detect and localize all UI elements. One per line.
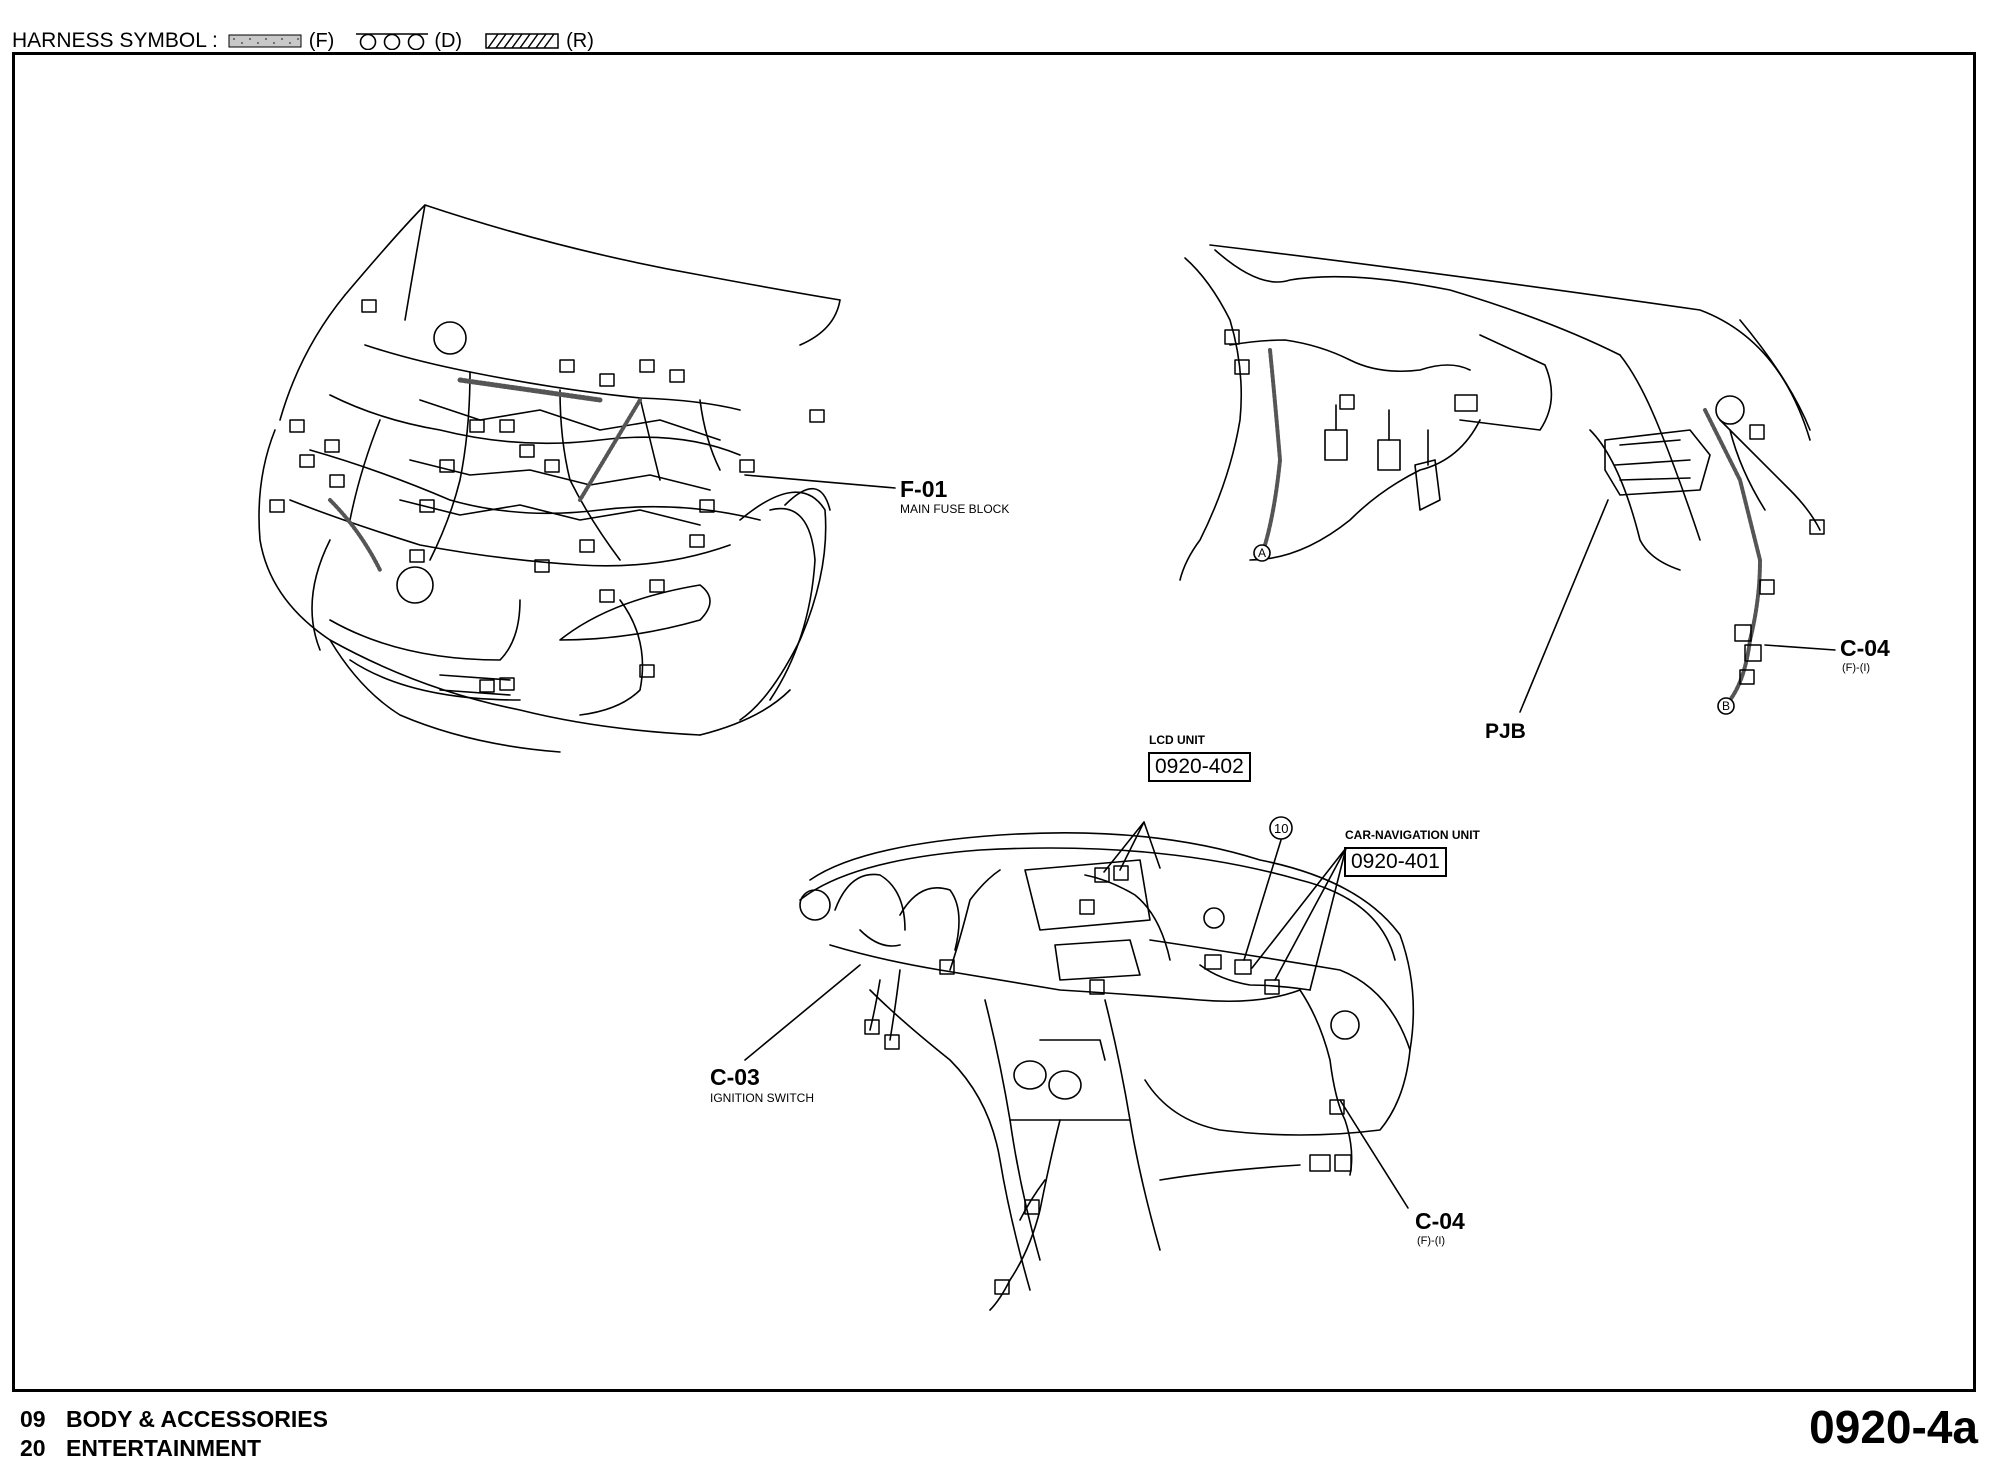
legend-code-d: (D): [434, 29, 463, 52]
chain-circles-icon: [356, 33, 429, 50]
footer-section-text-2: ENTERTAINMENT: [65, 1435, 262, 1461]
lcd-unit-ref: 0920-402: [1148, 752, 1251, 782]
engine-bay-view: [258, 204, 896, 753]
sheet-number: 0920-4a: [1809, 1401, 1978, 1453]
c03-code: C-03: [710, 1064, 760, 1090]
footer-section-num-2: 20: [20, 1435, 46, 1461]
legend-code-r: (R): [566, 29, 594, 52]
c04-bottom-code: C-04: [1415, 1208, 1465, 1234]
nav-unit-name: CAR-NAVIGATION UNIT: [1345, 828, 1480, 842]
f01-code: F-01: [900, 476, 948, 502]
marker-ten-circle: [1269, 816, 1293, 840]
pjb-label: PJB: [1485, 720, 1526, 743]
legend-item-f: (F): [228, 29, 335, 53]
diagram-frame: [12, 52, 1976, 1392]
legend-title: HARNESS SYMBOL :: [12, 29, 218, 52]
instrument-panel-view: [744, 821, 1415, 1311]
footer-line-1: 09 BODY & ACCESSORIES: [20, 1406, 328, 1433]
marker-b-circle: [1717, 697, 1735, 715]
hatched-band-icon: [485, 33, 559, 49]
harness-legend: HARNESS SYMBOL : (F) (D) (R): [12, 26, 594, 56]
interior-pjb-view: [1179, 244, 1836, 713]
marker-ten: 10: [1274, 821, 1289, 836]
c04-top-code: C-04: [1840, 635, 1890, 661]
marker-a-circle: [1253, 544, 1271, 562]
f01-name: MAIN FUSE BLOCK: [900, 502, 1010, 516]
c03-name: IGNITION SWITCH: [710, 1091, 814, 1105]
c04-top-sub: (F)-(I): [1842, 662, 1871, 674]
legend-item-d: (D): [356, 30, 462, 53]
lcd-unit-name: LCD UNIT: [1149, 733, 1205, 747]
footer-section-num-1: 09: [20, 1406, 46, 1432]
legend-item-r: (R): [484, 30, 594, 53]
footer-line-2: 20 ENTERTAINMENT: [20, 1435, 261, 1462]
c04-bottom-sub: (F)-(I): [1417, 1235, 1446, 1247]
legend-code-f: (F): [308, 29, 335, 52]
marker-b: B: [1722, 699, 1731, 713]
dotted-band-icon: [228, 34, 302, 48]
marker-a: A: [1258, 546, 1267, 560]
nav-unit-ref: 0920-401: [1344, 847, 1447, 877]
footer-section-text-1: BODY & ACCESSORIES: [65, 1406, 328, 1432]
